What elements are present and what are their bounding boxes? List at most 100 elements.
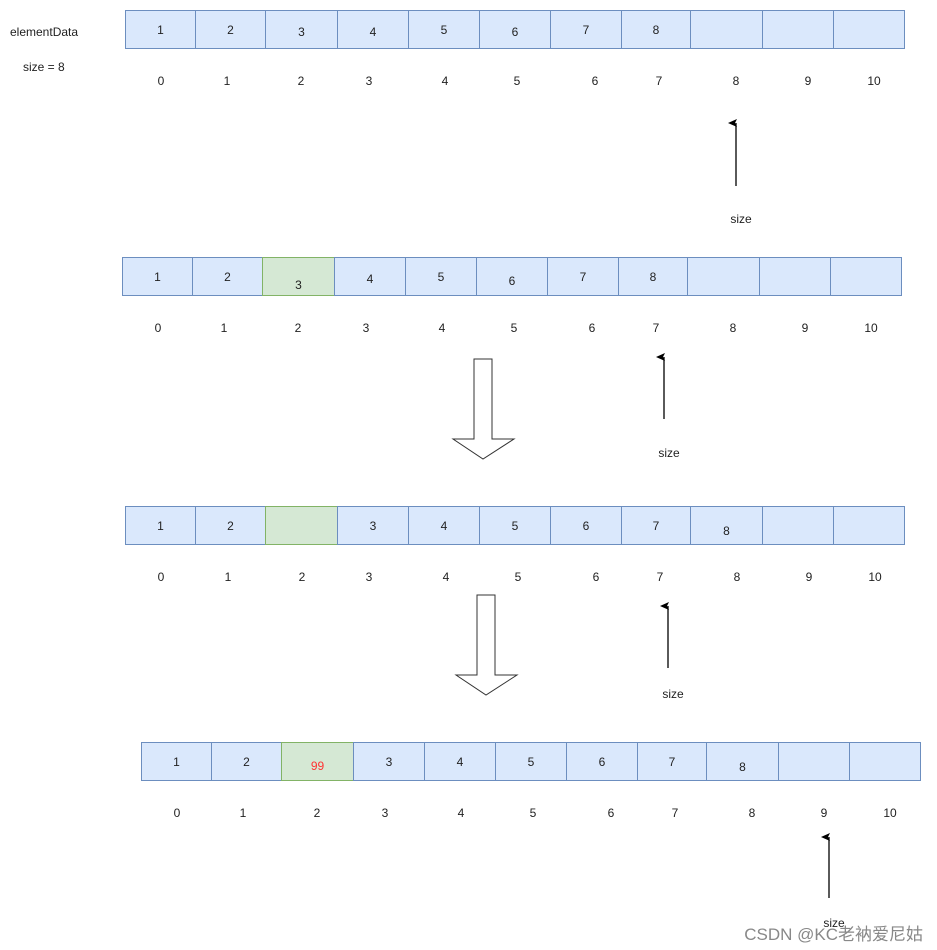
size-pointer-label: size bbox=[823, 916, 845, 930]
index-label: 3 bbox=[365, 74, 373, 88]
index-label: 9 bbox=[804, 74, 812, 88]
index-label: 2 bbox=[294, 321, 302, 335]
array-cell: 8 bbox=[690, 506, 763, 545]
cell-value: 6 bbox=[598, 754, 606, 769]
index-label: 0 bbox=[173, 806, 181, 820]
index-label: 0 bbox=[157, 74, 165, 88]
array-cell: 8 bbox=[706, 742, 779, 781]
index-label: 3 bbox=[362, 321, 370, 335]
array-cell: 3 bbox=[337, 506, 409, 545]
array-cell: 8 bbox=[618, 257, 688, 296]
index-label: 9 bbox=[805, 570, 813, 584]
size-value-label: size = 8 bbox=[23, 60, 65, 74]
cell-value: 5 bbox=[440, 22, 448, 37]
cell-value: 5 bbox=[437, 269, 445, 284]
cell-value: 1 bbox=[157, 22, 164, 37]
cell-value: 5 bbox=[527, 754, 535, 769]
array-cell: 8 bbox=[621, 10, 691, 49]
cell-value: 7 bbox=[582, 22, 590, 37]
array-cell bbox=[830, 257, 902, 296]
index-label: 2 bbox=[313, 806, 321, 820]
cell-value: 6 bbox=[508, 273, 516, 288]
cell-value: 8 bbox=[649, 269, 657, 284]
index-label: 2 bbox=[297, 74, 305, 88]
array-cell bbox=[778, 742, 850, 781]
index-label: 0 bbox=[157, 570, 165, 584]
cell-value: 7 bbox=[652, 518, 660, 533]
array-cell: 4 bbox=[408, 506, 480, 545]
cell-value: 6 bbox=[511, 24, 519, 39]
index-label: 1 bbox=[220, 321, 228, 335]
index-label: 1 bbox=[223, 74, 231, 88]
array-cell: 6 bbox=[566, 742, 638, 781]
array-cell bbox=[833, 506, 905, 545]
index-label: 7 bbox=[656, 570, 664, 584]
array-cell: 7 bbox=[637, 742, 707, 781]
array-cell bbox=[762, 506, 834, 545]
array-cell bbox=[762, 10, 834, 49]
index-label: 6 bbox=[607, 806, 615, 820]
cell-value: 1 bbox=[154, 269, 161, 284]
index-label: 6 bbox=[588, 321, 596, 335]
array-cell: 4 bbox=[334, 257, 406, 296]
index-label: 9 bbox=[801, 321, 809, 335]
size-pointer-label: size bbox=[658, 446, 680, 460]
array-cell bbox=[687, 257, 760, 296]
cell-value: 7 bbox=[668, 754, 676, 769]
cell-value: 4 bbox=[366, 271, 374, 286]
shift-block-arrow bbox=[451, 358, 516, 460]
cell-value: 1 bbox=[157, 518, 164, 533]
index-label: 8 bbox=[748, 806, 756, 820]
array-name-label: elementData bbox=[10, 25, 79, 39]
index-label: 10 bbox=[883, 806, 897, 820]
array-cell: 3 bbox=[265, 10, 338, 49]
array-cell: 2 bbox=[195, 506, 266, 545]
cell-value: 2 bbox=[224, 269, 231, 284]
array-cell bbox=[265, 506, 338, 545]
cell-value: 7 bbox=[579, 269, 587, 284]
array-cell: 3 bbox=[262, 257, 335, 296]
index-label: 8 bbox=[733, 570, 741, 584]
cell-value: 99 bbox=[310, 758, 325, 773]
cell-value: 4 bbox=[369, 24, 377, 39]
index-label: 9 bbox=[820, 806, 828, 820]
array-cell: 2 bbox=[211, 742, 282, 781]
index-label: 7 bbox=[655, 74, 663, 88]
cell-value: 8 bbox=[739, 759, 746, 774]
array-cell bbox=[833, 10, 905, 49]
array-cell: 1 bbox=[125, 10, 196, 49]
size-pointer-label: size bbox=[730, 212, 752, 226]
array-cell bbox=[849, 742, 921, 781]
index-label: 4 bbox=[438, 321, 446, 335]
index-label: 5 bbox=[510, 321, 518, 335]
index-label: 6 bbox=[592, 570, 600, 584]
size-pointer-label: size bbox=[662, 687, 684, 701]
index-label: 0 bbox=[154, 321, 162, 335]
array-cell: 1 bbox=[125, 506, 196, 545]
index-label: 1 bbox=[224, 570, 232, 584]
cell-value: 8 bbox=[652, 22, 660, 37]
index-label: 10 bbox=[868, 570, 882, 584]
array-cell: 5 bbox=[405, 257, 477, 296]
array-cell: 99 bbox=[281, 742, 354, 781]
index-label: 3 bbox=[365, 570, 373, 584]
index-label: 6 bbox=[591, 74, 599, 88]
index-label: 8 bbox=[732, 74, 740, 88]
array-row-1: 1 2 3 4 5 6 7 8 bbox=[122, 257, 902, 296]
array-cell: 2 bbox=[195, 10, 266, 49]
cell-value: 5 bbox=[511, 518, 519, 533]
array-cell: 5 bbox=[408, 10, 480, 49]
cell-value: 2 bbox=[227, 518, 234, 533]
array-cell bbox=[759, 257, 831, 296]
cell-value: 8 bbox=[723, 523, 730, 538]
index-label: 10 bbox=[864, 321, 878, 335]
cell-value: 3 bbox=[298, 24, 305, 39]
cell-value: 4 bbox=[456, 754, 464, 769]
index-label: 10 bbox=[867, 74, 881, 88]
cell-value: 2 bbox=[227, 22, 234, 37]
array-cell: 6 bbox=[476, 257, 548, 296]
array-cell: 4 bbox=[337, 10, 409, 49]
cell-value: 3 bbox=[385, 754, 393, 769]
